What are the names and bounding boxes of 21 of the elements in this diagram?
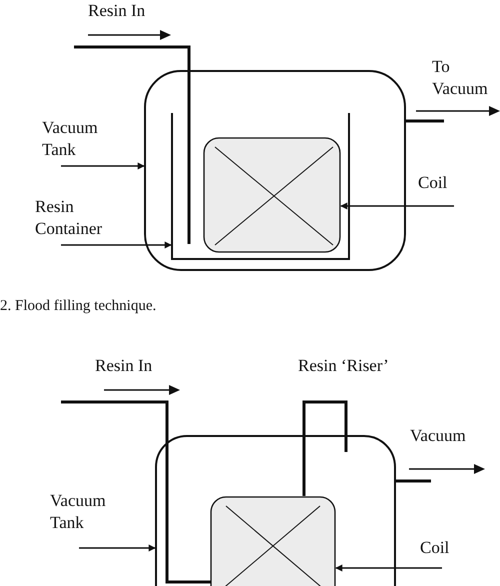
callout-label: Coil [420, 537, 450, 559]
leader-arrow [335, 564, 442, 572]
resin-container [171, 113, 350, 260]
leader-arrow [61, 162, 145, 170]
vacuum-tank [144, 70, 406, 271]
callout-label: Vacuum Tank [42, 117, 99, 161]
callout-label: Resin Container [35, 196, 104, 240]
leader-arrow [340, 202, 454, 210]
leader-arrow [61, 242, 172, 248]
leader-arrow [79, 544, 156, 552]
callout-label: Vacuum Tank [50, 490, 107, 534]
callout-label: Coil [418, 172, 448, 194]
flow-label: Resin ‘Riser’ [298, 355, 389, 377]
flow-label: Vacuum [410, 425, 466, 447]
figure-caption: 2. Flood filling technique. [0, 297, 156, 316]
flow-label: Resin In [95, 355, 152, 377]
vacuum-tank [155, 435, 396, 586]
coil-drawing [203, 137, 341, 253]
flow-label: To Vacuum [432, 56, 489, 100]
flow-label: Resin In [88, 0, 146, 22]
coil-drawing [210, 496, 336, 586]
